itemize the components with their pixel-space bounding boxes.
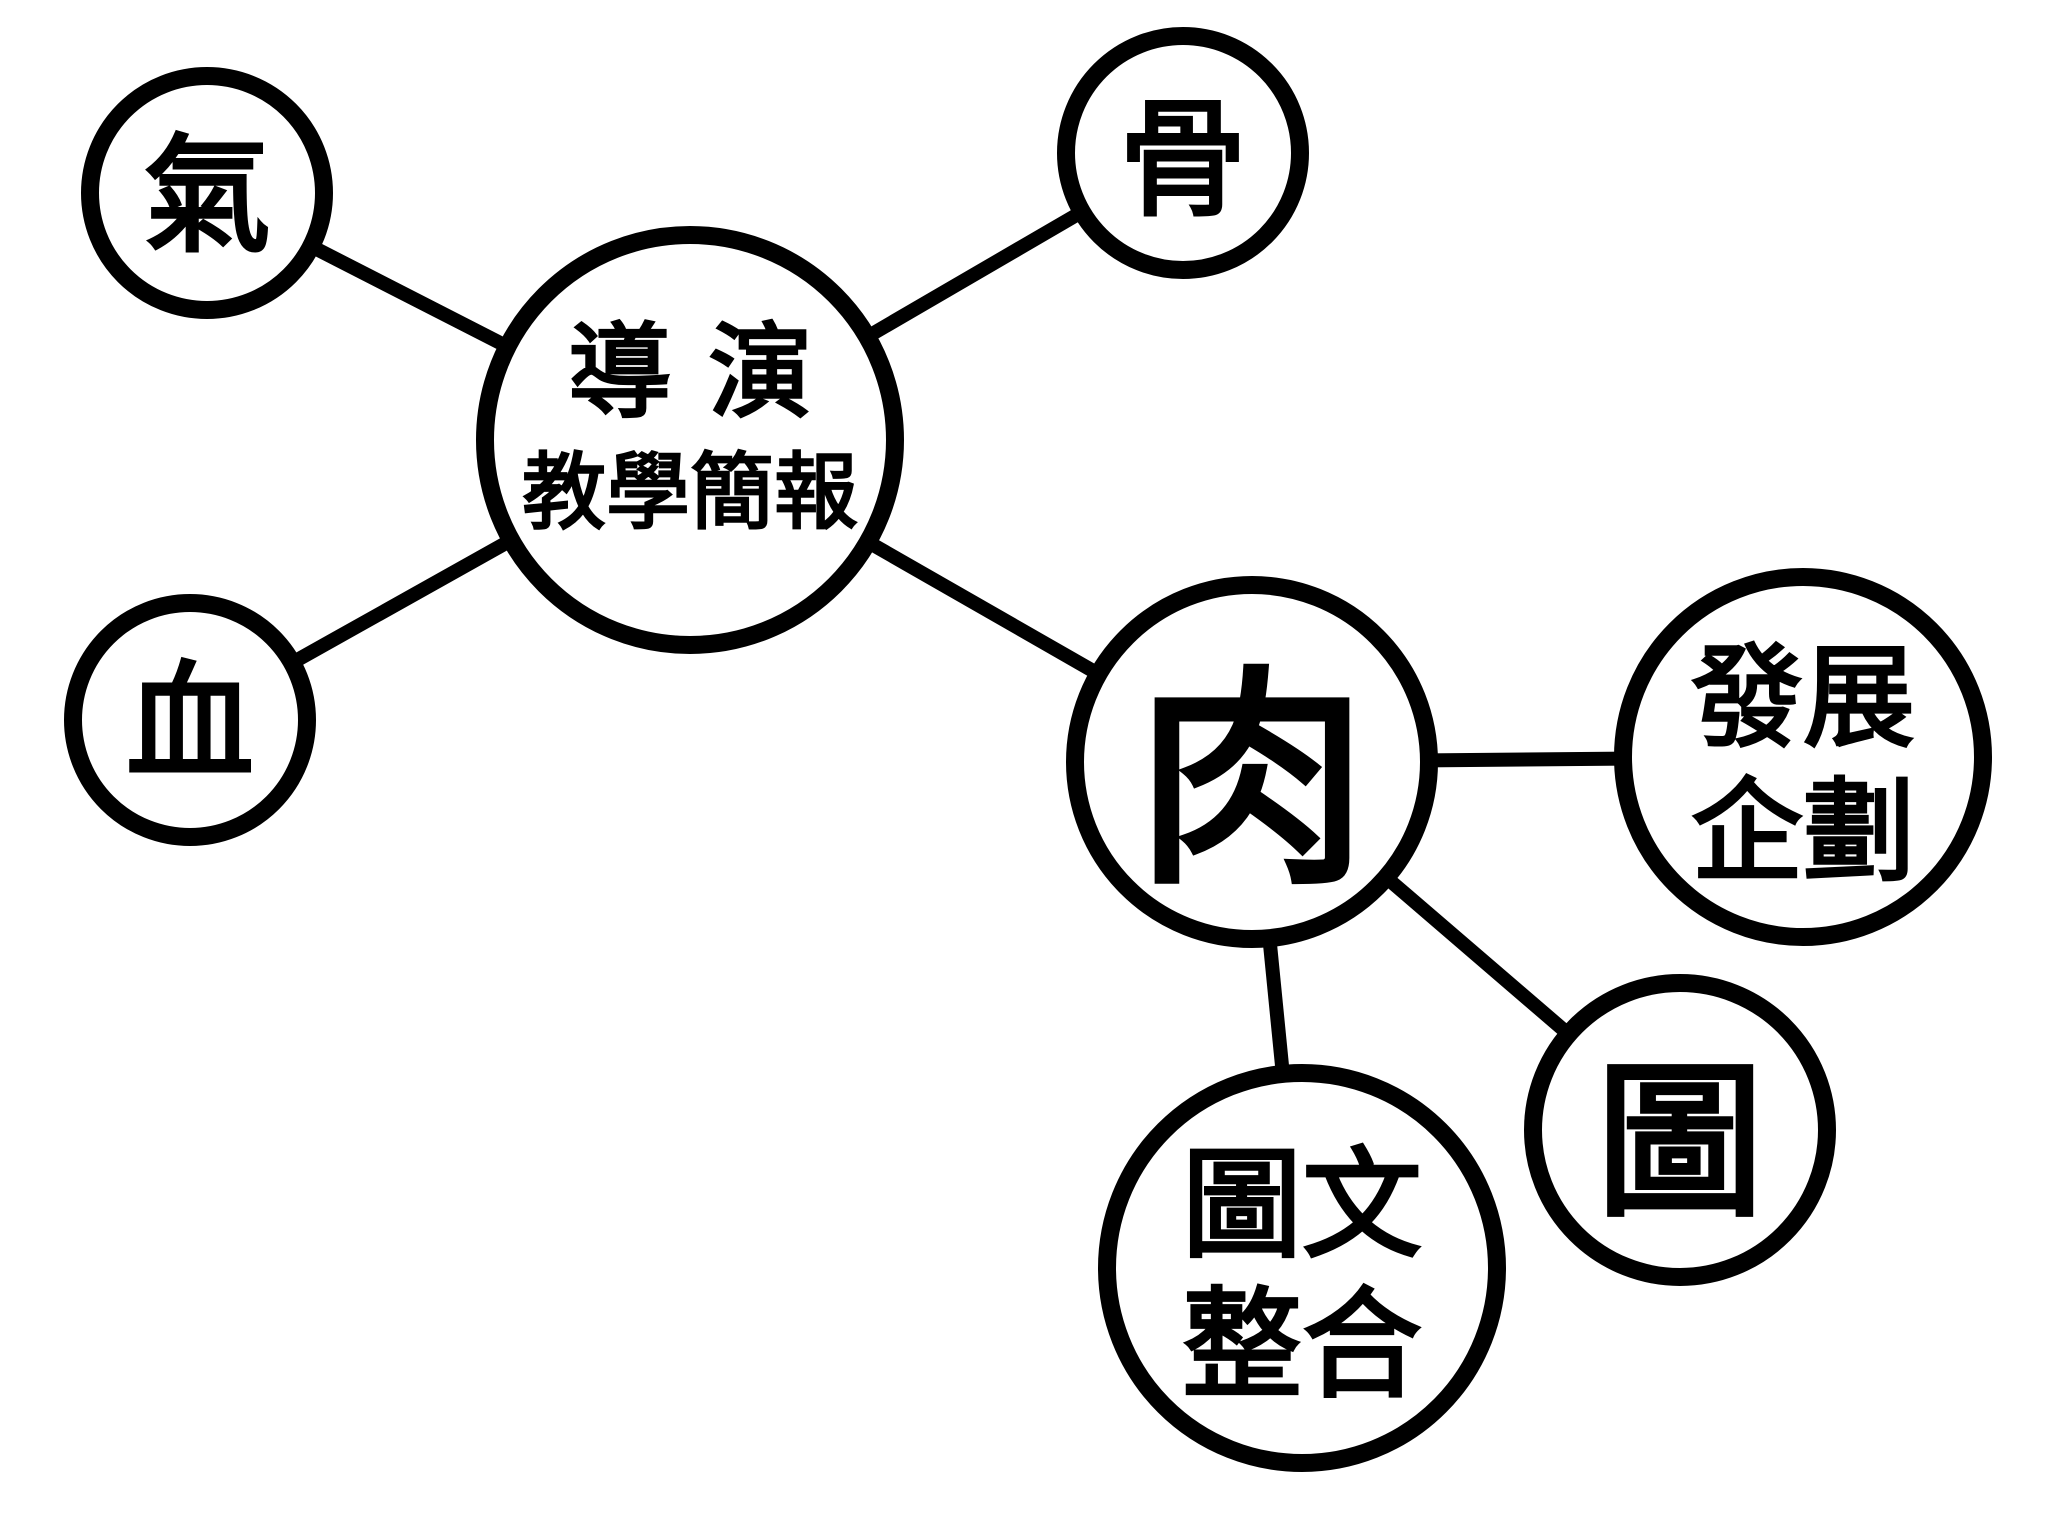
edge-center-rou bbox=[864, 535, 1102, 681]
edge-rou-fazhan bbox=[1428, 751, 1624, 768]
node-gu-circle bbox=[1057, 27, 1309, 279]
node-xue-label: 血 bbox=[126, 648, 254, 798]
node-xue-circle bbox=[64, 594, 316, 846]
node-tu-label: 圖 bbox=[1596, 1043, 1764, 1241]
node-center: 導 演 教學簡報 bbox=[476, 226, 904, 654]
node-fazhan: 發展 企劃 bbox=[1614, 568, 1992, 946]
node-rou-circle bbox=[1066, 576, 1438, 948]
node-tu-circle bbox=[1524, 974, 1836, 1286]
node-qi: 氣 bbox=[81, 67, 333, 319]
node-fazhan-circle bbox=[1614, 568, 1992, 946]
edges-layer bbox=[288, 205, 1624, 1075]
node-tuwen: 圖文 整合 bbox=[1098, 1064, 1506, 1472]
node-tuwen-label-line-2: 整合 bbox=[1182, 1275, 1422, 1416]
node-center-label-line-1: 導 演 bbox=[568, 311, 812, 434]
node-xue: 血 bbox=[64, 594, 316, 846]
edge-center-gu bbox=[863, 205, 1086, 343]
node-tuwen-label-line-1: 圖文 bbox=[1182, 1135, 1422, 1276]
edge-center-xue bbox=[288, 534, 515, 669]
node-center-label-line-2: 教學簡報 bbox=[522, 443, 858, 542]
node-gu-label: 骨 bbox=[1119, 85, 1247, 235]
node-tu: 圖 bbox=[1524, 974, 1836, 1286]
node-fazhan-label-line-2: 企劃 bbox=[1691, 767, 1915, 898]
node-qi-label: 氣 bbox=[143, 121, 271, 271]
node-qi-circle bbox=[81, 67, 333, 319]
node-center-circle bbox=[476, 226, 904, 654]
node-tuwen-circle bbox=[1098, 1064, 1506, 1472]
node-rou: 肉 bbox=[1066, 576, 1438, 948]
edge-rou-tuwen bbox=[1262, 937, 1290, 1075]
node-gu: 骨 bbox=[1057, 27, 1309, 279]
node-fazhan-label-line-1: 發展 bbox=[1690, 633, 1915, 764]
node-rou-label: 肉 bbox=[1136, 644, 1368, 917]
edge-center-qi bbox=[307, 240, 511, 353]
edge-rou-tu bbox=[1381, 872, 1574, 1040]
